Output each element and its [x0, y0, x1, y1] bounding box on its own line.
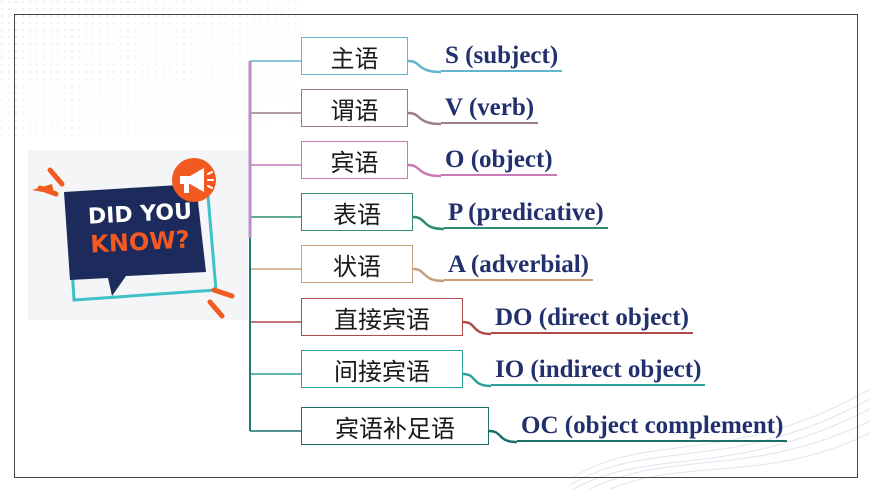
term-box-adverbial: 状语 — [301, 245, 413, 283]
term-zh: 表语 — [333, 200, 381, 229]
term-zh: 间接宾语 — [334, 357, 430, 386]
term-box-object-complement: 宾语补足语 — [301, 407, 489, 445]
term-en-verb: V (verb) — [441, 94, 539, 124]
link-curve — [407, 59, 442, 74]
link-curve — [412, 215, 445, 231]
did-you-know-badge: DID YOU KNOW? — [28, 150, 248, 320]
term-en-predicative: P (predicative) — [444, 199, 608, 229]
term-zh: 宾语 — [330, 148, 379, 177]
term-box-direct-object: 直接宾语 — [301, 298, 463, 336]
term-zh: 主语 — [330, 44, 379, 73]
term-box-indirect-object: 间接宾语 — [301, 350, 463, 388]
term-zh: 直接宾语 — [334, 305, 430, 334]
badge-graphic — [28, 150, 248, 320]
link-curve — [407, 163, 442, 178]
term-box-predicative: 表语 — [301, 193, 413, 231]
term-zh: 谓语 — [330, 96, 379, 125]
term-box-verb: 谓语 — [301, 89, 408, 127]
term-box-object: 宾语 — [301, 141, 408, 179]
term-en-subject: S (subject) — [441, 42, 563, 72]
link-curve — [462, 320, 492, 336]
link-curve — [488, 429, 518, 444]
term-en-adverbial: A (adverbial) — [444, 251, 593, 281]
term-zh: 宾语补足语 — [335, 414, 455, 443]
link-curve — [412, 267, 445, 283]
term-en-object: O (object) — [441, 146, 557, 176]
term-en-direct-object: DO (direct object) — [491, 304, 693, 334]
term-zh: 状语 — [333, 252, 381, 281]
term-en-object-complement: OC (object complement) — [517, 412, 788, 442]
slide-frame — [14, 14, 858, 478]
wave-decoration — [570, 388, 870, 489]
term-box-subject: 主语 — [301, 37, 408, 75]
link-curve — [462, 372, 492, 388]
term-en-indirect-object: IO (indirect object) — [491, 356, 706, 386]
link-curve — [407, 111, 442, 126]
